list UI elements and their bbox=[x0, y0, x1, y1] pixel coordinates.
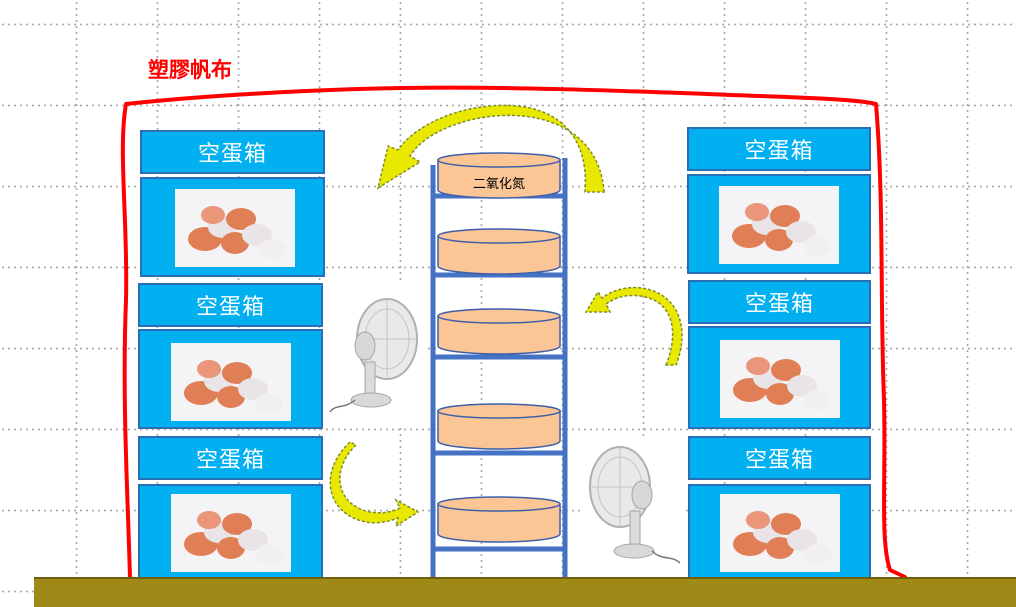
eggs-image bbox=[175, 189, 295, 267]
eggs-image bbox=[720, 340, 840, 418]
tray-gas-label: 二氧化氮 bbox=[472, 177, 525, 192]
egg-box-photo bbox=[688, 484, 871, 579]
egg-box-photo bbox=[687, 174, 871, 274]
right-electric-fan bbox=[582, 437, 682, 577]
egg-box-photo bbox=[138, 329, 323, 429]
eggs-image bbox=[171, 494, 291, 572]
empty-egg-box-label: 空蛋箱 bbox=[688, 280, 871, 324]
egg-box-photo bbox=[688, 326, 871, 429]
left-electric-fan bbox=[325, 284, 425, 424]
egg-box-photo bbox=[138, 484, 323, 579]
left-curved-arrow bbox=[329, 441, 420, 528]
ground-floor bbox=[34, 577, 1016, 607]
eggs-image bbox=[720, 494, 840, 572]
eggs-image bbox=[719, 186, 839, 264]
empty-egg-box-label: 空蛋箱 bbox=[138, 283, 323, 327]
empty-egg-box-label: 空蛋箱 bbox=[688, 436, 871, 480]
top-curved-arrow bbox=[376, 104, 605, 193]
empty-egg-box-label: 空蛋箱 bbox=[138, 436, 323, 480]
tarp-title: 塑膠帆布 bbox=[148, 58, 232, 82]
empty-egg-box-label: 空蛋箱 bbox=[140, 130, 325, 174]
eggs-image bbox=[171, 343, 291, 421]
empty-egg-box-label: 空蛋箱 bbox=[687, 127, 871, 171]
egg-box-photo bbox=[140, 177, 325, 277]
right-curved-arrow bbox=[584, 286, 683, 366]
